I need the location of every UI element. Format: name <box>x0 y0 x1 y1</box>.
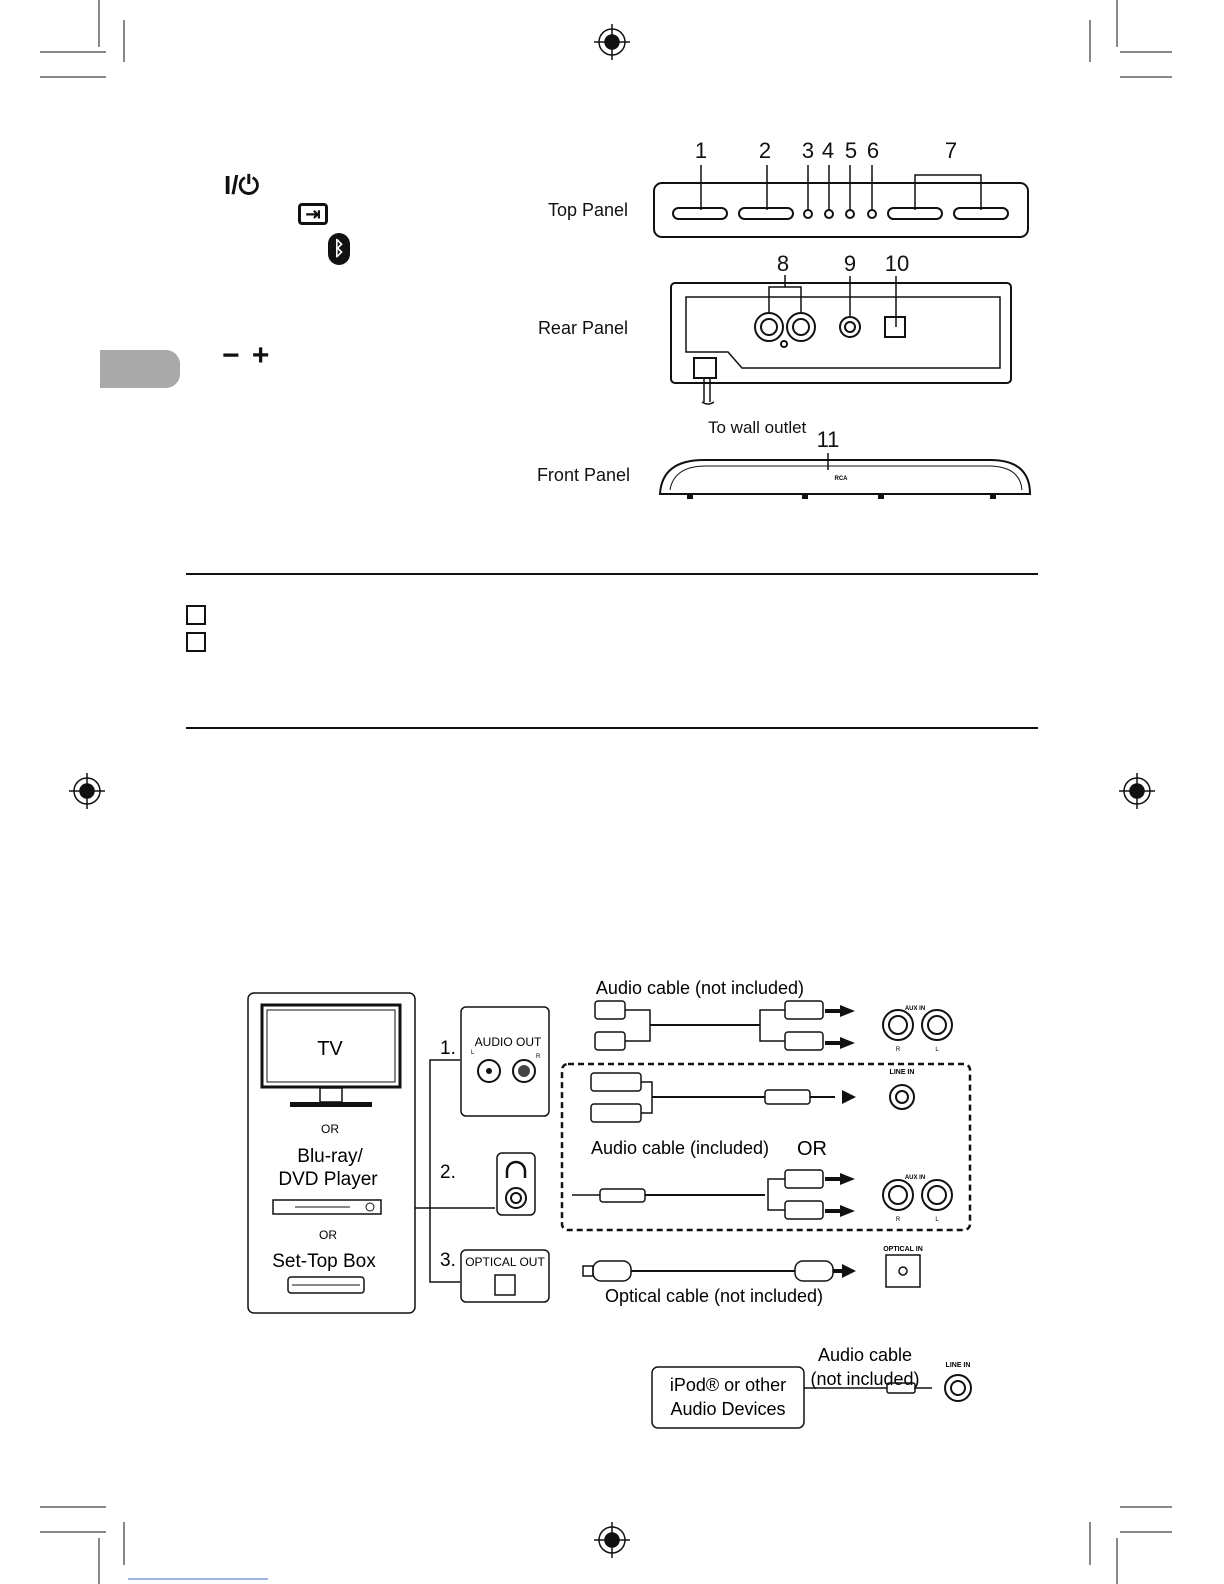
checkbox-2[interactable] <box>186 632 206 652</box>
callout-7: 7 <box>945 138 957 163</box>
svg-text:AUX IN: AUX IN <box>905 1175 925 1181</box>
audio-out-label: AUDIO OUT <box>475 1035 542 1049</box>
ipod-label-1: iPod® or other <box>670 1375 786 1395</box>
svg-text:LINE IN: LINE IN <box>890 1069 915 1076</box>
divider-top <box>186 573 1038 575</box>
or-label-1: OR <box>321 1122 339 1136</box>
volume-icon: − + <box>222 339 272 372</box>
num-3: 3. <box>440 1250 456 1271</box>
or-label-2: OR <box>319 1228 337 1242</box>
divider-bottom <box>186 727 1038 729</box>
audio-cable-label-1: Audio cable <box>818 1345 912 1365</box>
callout-4: 4 <box>822 138 834 163</box>
connection-diagram: TV OR Blu-ray/ DVD Player OR Set-Top Box… <box>247 980 972 1314</box>
callout-1: 1 <box>695 138 707 163</box>
brand-logo: RCA <box>835 476 849 482</box>
page-tab <box>100 350 180 388</box>
svg-text:R: R <box>536 1054 541 1060</box>
callout-5: 5 <box>845 138 857 163</box>
callout-9: 9 <box>844 251 856 276</box>
callout-11: 11 <box>817 427 840 452</box>
bluray-label-2: DVD Player <box>278 1169 378 1190</box>
cable-included-label: Audio cable (included) <box>591 1138 769 1158</box>
audio-cable-label-2: (not included) <box>810 1369 919 1389</box>
front-panel-label: Front Panel <box>537 465 630 485</box>
svg-text:L: L <box>935 1047 939 1053</box>
optical-cable-label: Optical cable (not included) <box>605 1286 823 1306</box>
bluray-label-1: Blu-ray/ <box>297 1146 363 1167</box>
svg-text:L: L <box>471 1050 475 1056</box>
ipod-label-2: Audio Devices <box>670 1399 785 1419</box>
callout-2: 2 <box>759 138 771 163</box>
callout-8: 8 <box>777 251 789 276</box>
wall-outlet-label: To wall outlet <box>708 418 807 437</box>
power-icon: I/⏻ <box>224 170 260 200</box>
bluetooth-icon: ᛒ <box>328 233 350 265</box>
settop-label: Set-Top Box <box>272 1251 376 1272</box>
num-1: 1. <box>440 1038 456 1059</box>
top-panel-label: Top Panel <box>548 200 628 220</box>
callout-6: 6 <box>867 138 879 163</box>
svg-text:R: R <box>896 1217 901 1223</box>
ipod-diagram: iPod® or other Audio Devices Audio cable… <box>651 1345 972 1429</box>
callout-3: 3 <box>802 138 814 163</box>
optical-out-label: OPTICAL OUT <box>465 1255 545 1269</box>
num-2: 2. <box>440 1162 456 1183</box>
callout-10: 10 <box>885 251 909 276</box>
panel-diagram: 1 2 3 4 5 6 7 8 9 10 11 Top Panel Rear P… <box>537 138 1032 499</box>
cable-not-included-label: Audio cable (not included) <box>596 980 804 998</box>
tv-label: TV <box>317 1038 343 1060</box>
input-icon: ⇥ <box>298 203 328 225</box>
svg-text:L: L <box>935 1217 939 1223</box>
svg-text:LINE IN: LINE IN <box>946 1362 971 1369</box>
or-big-label: OR <box>797 1138 827 1160</box>
svg-text:AUX IN: AUX IN <box>905 1006 925 1012</box>
svg-text:R: R <box>896 1047 901 1053</box>
checkbox-1[interactable] <box>186 605 206 625</box>
svg-text:OPTICAL IN: OPTICAL IN <box>883 1246 923 1253</box>
rear-panel-label: Rear Panel <box>538 318 628 338</box>
